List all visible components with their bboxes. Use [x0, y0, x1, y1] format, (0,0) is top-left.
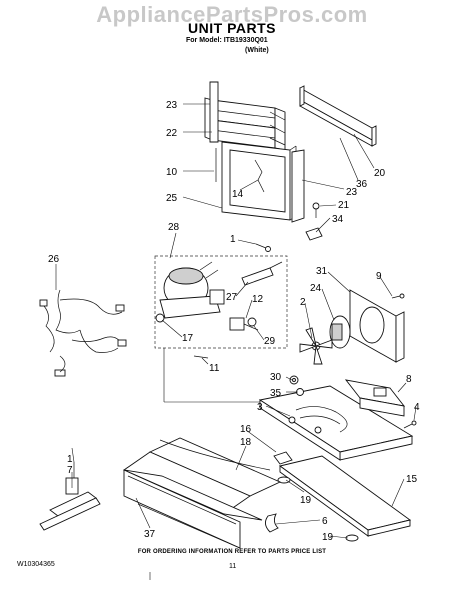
- channel-bracket: [299, 85, 377, 147]
- model-number: For Model: ITB19330Q01: [186, 37, 268, 44]
- callout-2: 2: [300, 297, 306, 308]
- condenser-tubing-coil: [123, 437, 282, 549]
- callout-9: 9: [376, 271, 382, 282]
- spacer: [273, 451, 293, 465]
- control-bracket: [344, 379, 406, 417]
- watermark: AppliancePartsPros.com: [96, 2, 368, 27]
- pin: [193, 355, 209, 359]
- leader-lines: [55, 103, 417, 580]
- callout-28: 28: [168, 222, 180, 233]
- callout-16: 16: [240, 424, 252, 435]
- start-relay: [229, 317, 259, 331]
- callout-21: 21: [338, 200, 350, 211]
- screw: [403, 420, 417, 429]
- page-title: UNIT PARTS: [188, 20, 276, 36]
- callout-4: 4: [414, 402, 420, 413]
- callout-29: 29: [264, 336, 276, 347]
- condenser-bracket-right: [291, 149, 305, 223]
- callout-12: 12: [252, 294, 264, 305]
- callout-23: 23: [166, 100, 178, 111]
- callout-35: 35: [270, 388, 282, 399]
- screw: [391, 293, 405, 299]
- fan-shroud: [349, 289, 405, 363]
- callout-24: 24: [310, 283, 322, 294]
- callout-15: 15: [406, 474, 418, 485]
- callout-37: 37: [144, 529, 156, 540]
- callout-22: 22: [166, 128, 178, 139]
- callout-17: 17: [182, 333, 194, 344]
- fan-motor: [329, 315, 351, 349]
- callout-26: 26: [48, 254, 60, 265]
- callout-25: 25: [166, 193, 178, 204]
- foot: [277, 476, 291, 484]
- callout-numbers: 23 22 10 25 14 20 36 23 21 34 28 1 26 27…: [48, 100, 420, 543]
- drain-tube: [265, 513, 279, 533]
- callout-20: 20: [374, 168, 386, 179]
- ordering-info: FOR ORDERING INFORMATION REFER TO PARTS …: [137, 549, 327, 555]
- callout-31: 31: [316, 266, 328, 277]
- screw: [255, 243, 271, 252]
- filter-drier: [241, 261, 283, 286]
- callout-18: 18: [240, 437, 252, 448]
- compressor-assembly-box: [154, 255, 288, 349]
- callout-19: 19: [322, 532, 334, 543]
- screw-and-clip: [305, 202, 323, 241]
- wire-clip: [254, 159, 265, 193]
- callout-1: 1: [230, 234, 236, 245]
- document-number: W10304365: [17, 561, 55, 568]
- model-color: (White): [245, 47, 269, 54]
- callout-1: 1: [67, 454, 73, 465]
- compressor: [155, 261, 225, 323]
- condenser-frame: [221, 141, 297, 221]
- callout-23: 23: [346, 187, 358, 198]
- fan-blade: [299, 327, 333, 365]
- callout-10: 10: [166, 167, 178, 178]
- callout-3: 3: [257, 402, 263, 413]
- page-number: 11: [229, 563, 237, 570]
- condenser-bracket-left: [209, 81, 219, 143]
- callout-19: 19: [300, 495, 312, 506]
- callout-11: 11: [209, 363, 220, 374]
- callout-27: 27: [226, 292, 238, 303]
- callout-36: 36: [356, 179, 368, 190]
- wire-harness: [39, 289, 127, 377]
- callout-30: 30: [270, 372, 282, 383]
- drain-pan: [278, 455, 412, 537]
- callout-14: 14: [232, 189, 244, 200]
- callout-6: 6: [322, 516, 328, 527]
- callout-8: 8: [406, 374, 412, 385]
- callout-7: 7: [67, 465, 73, 476]
- callout-34: 34: [332, 214, 344, 225]
- compressor-base-plate: [258, 385, 414, 461]
- grommet: [289, 375, 299, 385]
